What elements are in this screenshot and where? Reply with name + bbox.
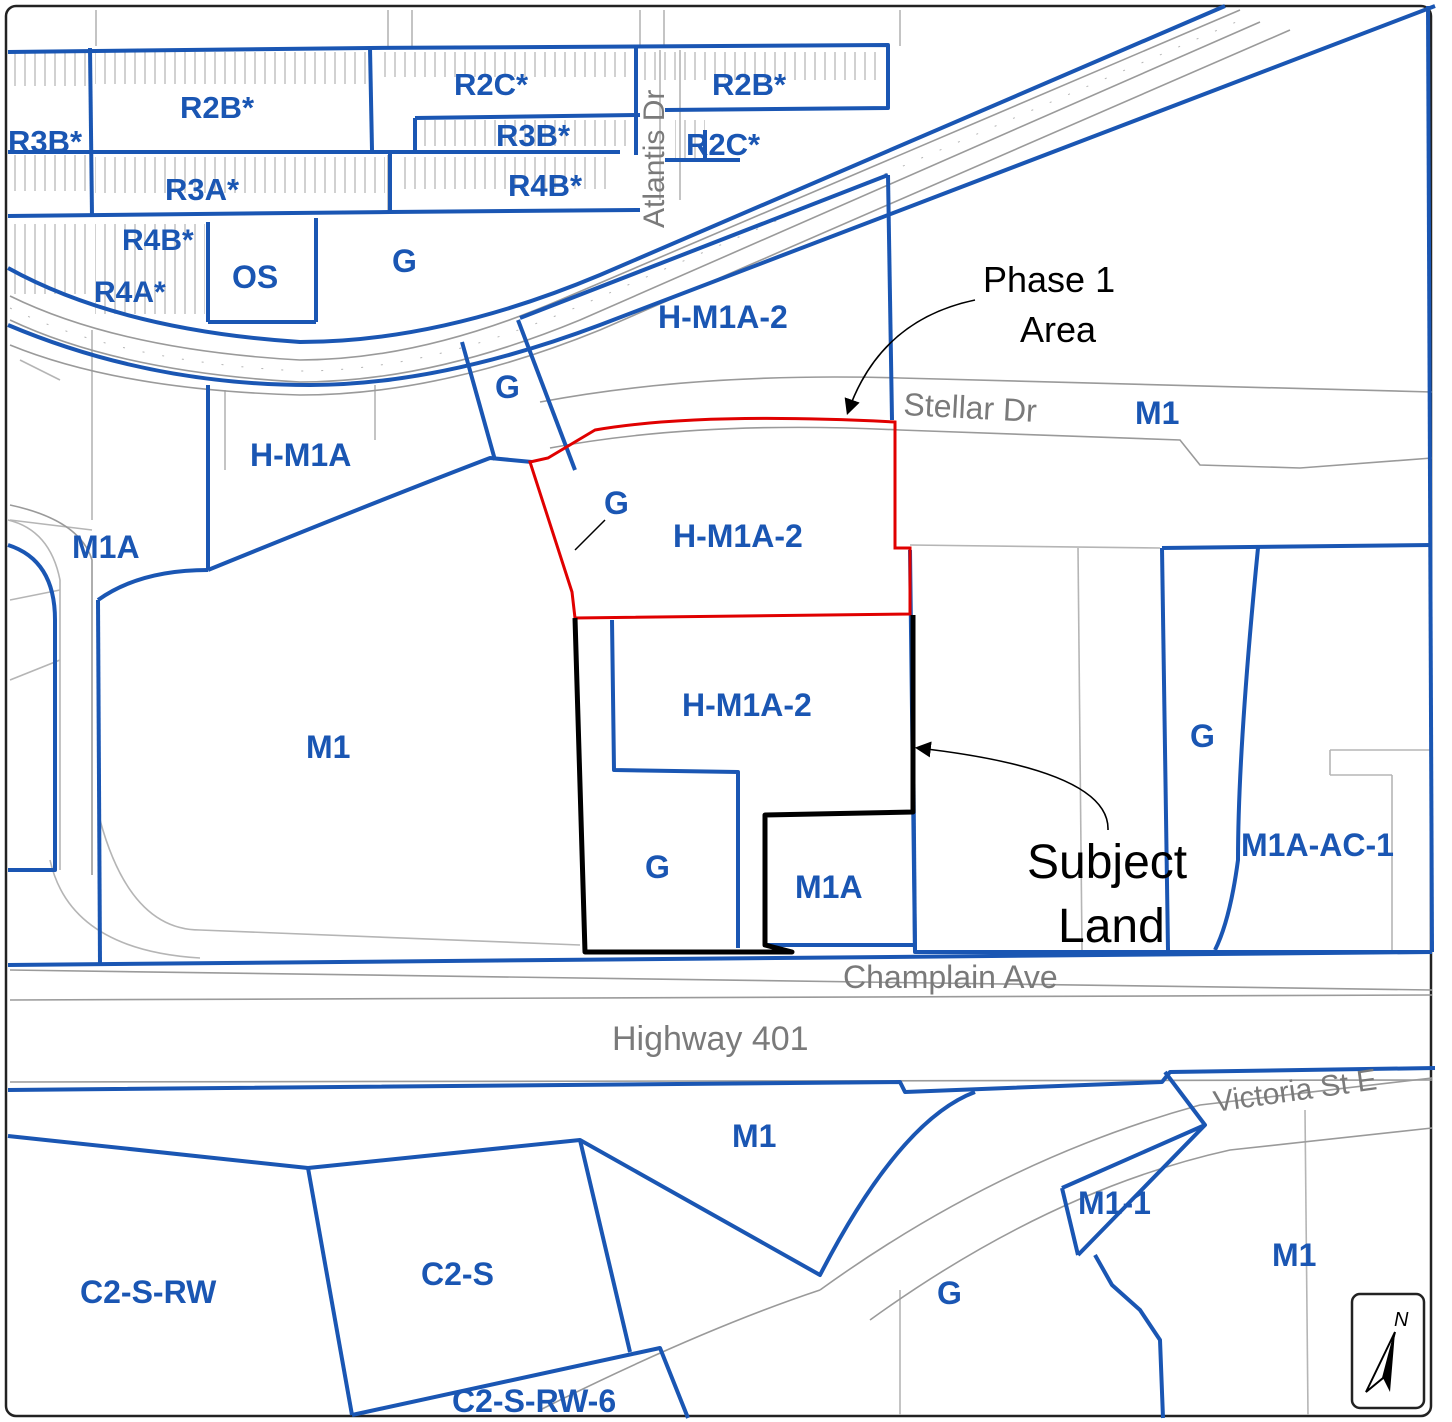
zone-label: G [392,243,417,279]
zone-label: M1 [732,1118,776,1154]
zone-label: R3B* [496,118,571,153]
zone-label: H-M1A-2 [673,518,803,554]
zone-label: M1-1 [1078,1185,1151,1221]
north-arrow-icon [1365,1331,1396,1393]
zone-labels: R3B* R2B* R2C* R2B* R3B* R2C* R3A* R4B* … [8,67,1394,1419]
zone-label: C2-S-RW [80,1274,217,1310]
highway-roads [9,969,1433,1411]
subject-label-line1: Subject [1027,836,1187,889]
zone-label: R3B* [8,124,83,159]
zone-label: R2B* [712,67,787,102]
zone-label: M1 [306,729,350,765]
road-label-stellar: Stellar Dr [903,386,1038,429]
zone-label: R4B* [508,168,583,203]
zone-label: H-M1A [250,437,351,473]
callout-labels: Phase 1 Area Subject Land [983,259,1187,953]
zone-label: H-M1A-2 [658,299,788,335]
subject-label-line2: Land [1058,900,1165,953]
north-arrow-label: N [1394,1309,1409,1331]
zone-label: M1 [1135,395,1179,431]
zone-label: R2C* [454,67,529,102]
zone-label: M1 [1272,1237,1316,1273]
subject-arrow [914,741,1109,831]
g-leader-line [574,519,606,551]
phase1-arrow [844,299,976,416]
phase1-label-line1: Phase 1 [983,259,1115,300]
road-label-atlantis: Atlantis Dr [638,90,671,228]
zone-label: M1A-AC-1 [1241,827,1394,863]
zone-label: G [645,849,670,885]
zone-label: G [937,1275,962,1311]
zone-label: R2B* [180,90,255,125]
cul-de-sac-road [9,504,93,875]
road-label-champlain: Champlain Ave [843,959,1058,995]
zone-label: R3A* [165,172,240,207]
zone-label: R4B* [122,224,194,257]
railway [9,9,1291,396]
zone-label: M1A [72,529,140,565]
zone-label: C2-S-RW-6 [452,1383,616,1419]
zone-label: OS [232,259,278,295]
zone-label: R4A* [94,276,166,309]
phase1-label-line2: Area [1020,309,1097,350]
zone-label: G [495,369,520,405]
zone-label: G [1190,718,1215,754]
phase1-boundary [528,416,912,620]
zone-label: C2-S [421,1256,494,1292]
subject-land-boundary [572,615,916,955]
road-label-highway: Highway 401 [612,1020,809,1058]
zone-label: G [604,485,629,521]
lot-lines [7,10,1432,1416]
zone-label: R2C* [686,127,761,162]
zone-label: H-M1A-2 [682,687,812,723]
road-labels: Atlantis Dr Stellar Dr Champlain Ave Hig… [612,90,1379,1119]
north-arrow: N [1350,1292,1426,1410]
zone-label: M1A [795,869,863,905]
